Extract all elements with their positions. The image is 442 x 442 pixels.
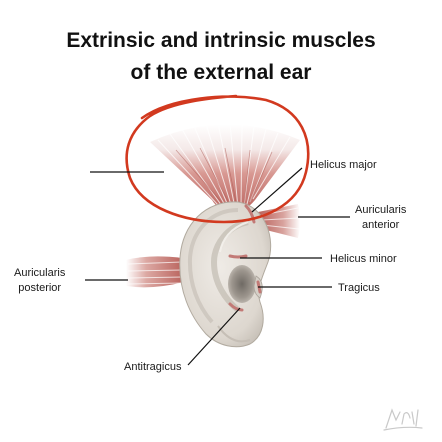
label-auricularis-posterior-line1: Auricularis bbox=[14, 267, 66, 279]
auricularis-posterior-muscle bbox=[126, 256, 184, 288]
annotation-circle bbox=[125, 94, 310, 224]
antitragicus-muscle bbox=[228, 302, 244, 312]
label-auricularis-anterior: Auricularis anterior bbox=[355, 203, 406, 233]
label-tragicus: Tragicus bbox=[338, 282, 380, 294]
leader-lines bbox=[85, 167, 350, 366]
artist-signature bbox=[383, 408, 423, 431]
leader-helicus-major bbox=[251, 167, 303, 213]
label-auricularis-posterior: Auricularis posterior bbox=[14, 266, 65, 296]
label-helicus-minor: Helicus minor bbox=[330, 253, 397, 265]
title-line-1: Extrinsic and intrinsic muscles bbox=[66, 29, 376, 52]
label-auricularis-anterior-line1: Auricularis bbox=[355, 204, 407, 216]
helicus-major-muscle bbox=[244, 204, 256, 224]
leader-antitragicus bbox=[187, 307, 241, 366]
auricle bbox=[179, 201, 272, 348]
label-antitragicus: Antitragicus bbox=[124, 361, 182, 373]
auricularis-superior-muscle bbox=[150, 122, 300, 214]
label-helicus-major: Helicus major bbox=[310, 159, 377, 171]
title-line-2: of the external ear bbox=[130, 61, 312, 84]
label-auricularis-posterior-line2: posterior bbox=[18, 282, 62, 294]
label-auricularis-anterior-line2: anterior bbox=[362, 219, 400, 231]
helicus-minor-muscle bbox=[228, 254, 248, 259]
